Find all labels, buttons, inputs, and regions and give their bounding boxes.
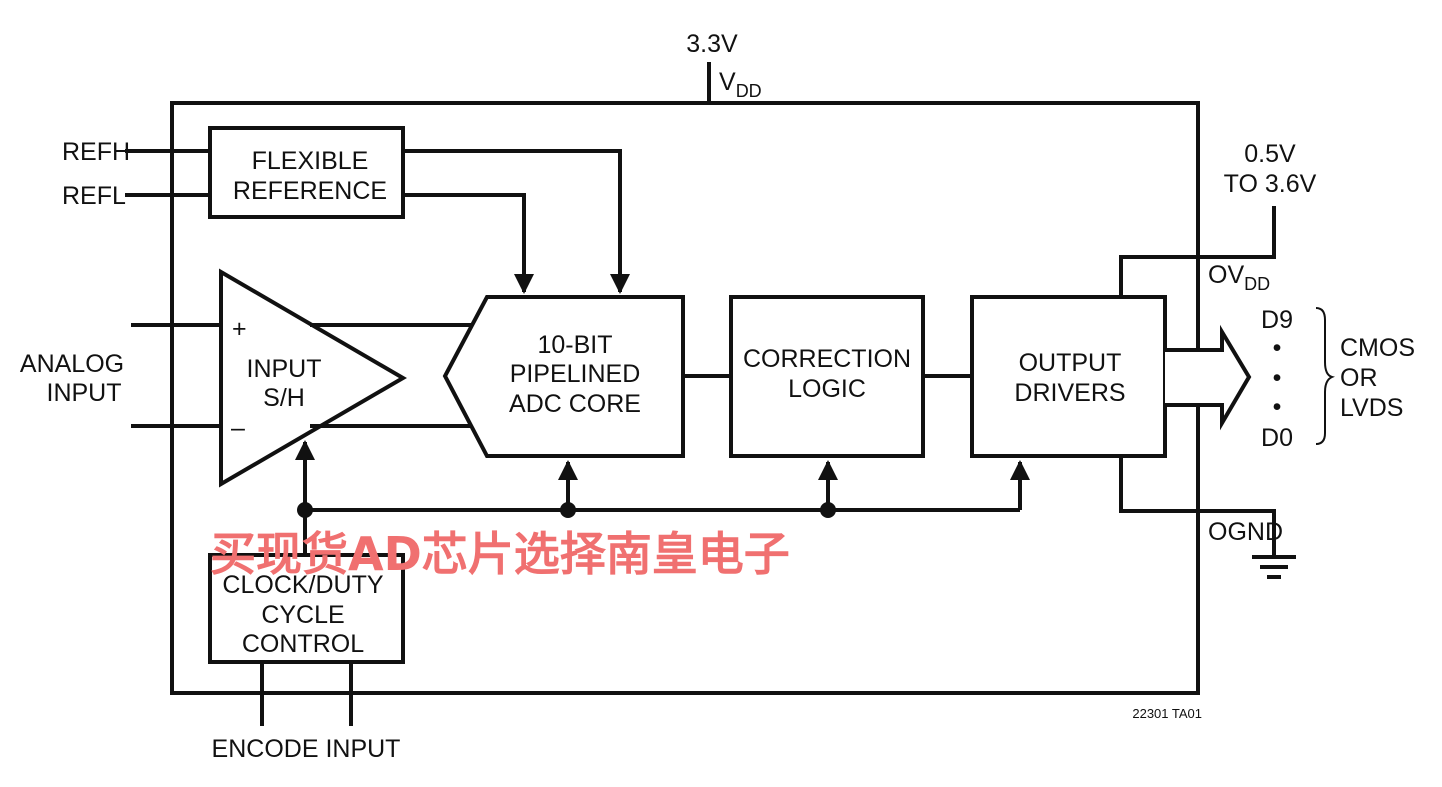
watermark-text: 买现货AD芯片选择南皇电子: [210, 527, 790, 581]
output-d0-label: D0: [1261, 424, 1293, 452]
refl-label: REFL: [62, 182, 126, 210]
analog-input-label-1: ANALOG: [20, 350, 124, 378]
encode-input-label: ENCODE INPUT: [212, 735, 401, 763]
ovdd-wire: [1119, 206, 1276, 297]
adc-core-label-1: 10-BIT: [537, 331, 612, 359]
adc-core-block: [442, 295, 685, 458]
flexible-reference-label-1: FLEXIBLE: [252, 147, 369, 175]
adc-core-label-3: ADC CORE: [509, 390, 641, 418]
vdd-label: VDD: [719, 68, 762, 101]
ognd-wire: [1119, 456, 1276, 556]
output-drivers-label-1: OUTPUT: [1019, 349, 1122, 377]
reference-to-adc-wire-2: [403, 193, 534, 294]
junction-dot-sh: [297, 502, 313, 518]
flexible-reference-label-2: REFERENCE: [233, 177, 387, 205]
flexible-reference-block: [208, 126, 405, 219]
amp-minus-sign: –: [231, 414, 245, 442]
clock-control-block: [208, 553, 405, 664]
ovdd-range-label-2: TO 3.6V: [1224, 170, 1317, 198]
reference-to-adc-wire-1: [403, 149, 630, 294]
ovdd-range-label-1: 0.5V: [1244, 140, 1296, 168]
output-drivers-block: [970, 295, 1167, 458]
figure-id: 22301 TA01: [1132, 706, 1202, 721]
output-type-cmos: CMOS: [1340, 334, 1415, 362]
refh-label: REFH: [62, 138, 130, 166]
junction-dot-adc: [560, 502, 576, 518]
clock-control-label-3: CONTROL: [242, 630, 364, 658]
output-type-lvds: LVDS: [1340, 394, 1403, 422]
output-dot-2: •: [1273, 364, 1282, 392]
analog-input-label-2: INPUT: [47, 379, 122, 407]
output-d9-label: D9: [1261, 306, 1293, 334]
input-sh-label-1: INPUT: [247, 355, 322, 383]
ovdd-label: OVDD: [1208, 261, 1270, 294]
correction-logic-label-2: LOGIC: [788, 375, 866, 403]
ognd-label: OGND: [1208, 518, 1283, 546]
supply-voltage-label: 3.3V: [686, 30, 738, 58]
output-drivers-label-2: DRIVERS: [1014, 379, 1125, 407]
output-type-or: OR: [1340, 364, 1378, 392]
junction-dot-correction: [820, 502, 836, 518]
correction-logic-label-1: CORRECTION: [743, 345, 911, 373]
output-brace: [1315, 307, 1335, 445]
input-sh-label-2: S/H: [263, 384, 305, 412]
clock-control-label-2: CYCLE: [261, 601, 344, 629]
output-dot-3: •: [1273, 393, 1282, 421]
output-dot-1: •: [1273, 334, 1282, 362]
output-bus-arrow: [1165, 324, 1252, 431]
clock-control-label-1: CLOCK/DUTY: [222, 571, 383, 599]
amp-plus-sign: +: [232, 315, 247, 343]
adc-core-label-2: PIPELINED: [510, 360, 641, 388]
